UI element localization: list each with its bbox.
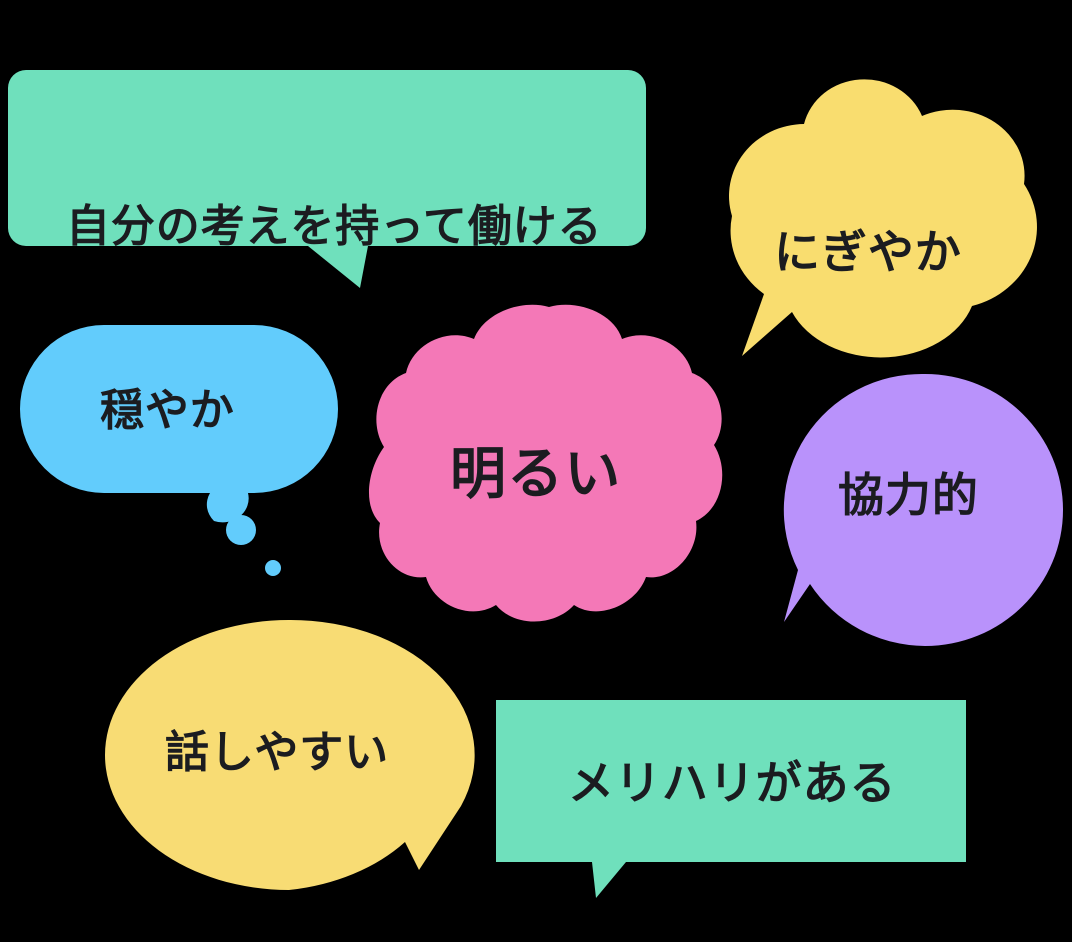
speech-bubble-label: 自分の考えを持って働ける xyxy=(66,201,603,252)
speech-bubble-label: 穏やか xyxy=(100,385,235,436)
speech-bubble-kyoryokuteki[interactable]: 協力的 xyxy=(783,373,1066,652)
thought-dot-small xyxy=(265,560,281,576)
circle-bubble-shape xyxy=(783,373,1063,646)
speech-bubble-label: メリハリがある xyxy=(568,756,897,810)
flower-blob-shape xyxy=(368,304,723,622)
speech-bubble-jibun-no-kangae[interactable]: 自分の考えを持って働ける xyxy=(8,70,646,290)
speech-bubble-nigiyaka[interactable]: にぎやか xyxy=(672,56,1040,360)
speech-bubble-label: にぎやか xyxy=(774,225,962,279)
speech-bubble-merihari-ga-aru[interactable]: メリハリがある xyxy=(496,700,966,900)
speech-bubble-label: 明るい xyxy=(450,442,622,507)
rounded-rectangle-bubble-shape xyxy=(8,70,646,288)
speech-bubble-akarui[interactable]: 明るい xyxy=(368,304,724,637)
speech-bubble-hanashi-yasui[interactable]: 話しやすい xyxy=(105,619,475,905)
speech-bubble-label: 話しやすい xyxy=(165,727,389,778)
thought-bubble-shape xyxy=(20,325,338,576)
cloud-bubble-shape xyxy=(729,79,1037,358)
thought-dot-large xyxy=(226,515,256,545)
ellipse-bubble-shape xyxy=(105,619,475,890)
speech-bubble-label: 協力的 xyxy=(838,468,979,522)
rectangle-bubble-shape xyxy=(496,700,966,898)
speech-bubble-odayaka[interactable]: 穏やか xyxy=(20,325,342,580)
